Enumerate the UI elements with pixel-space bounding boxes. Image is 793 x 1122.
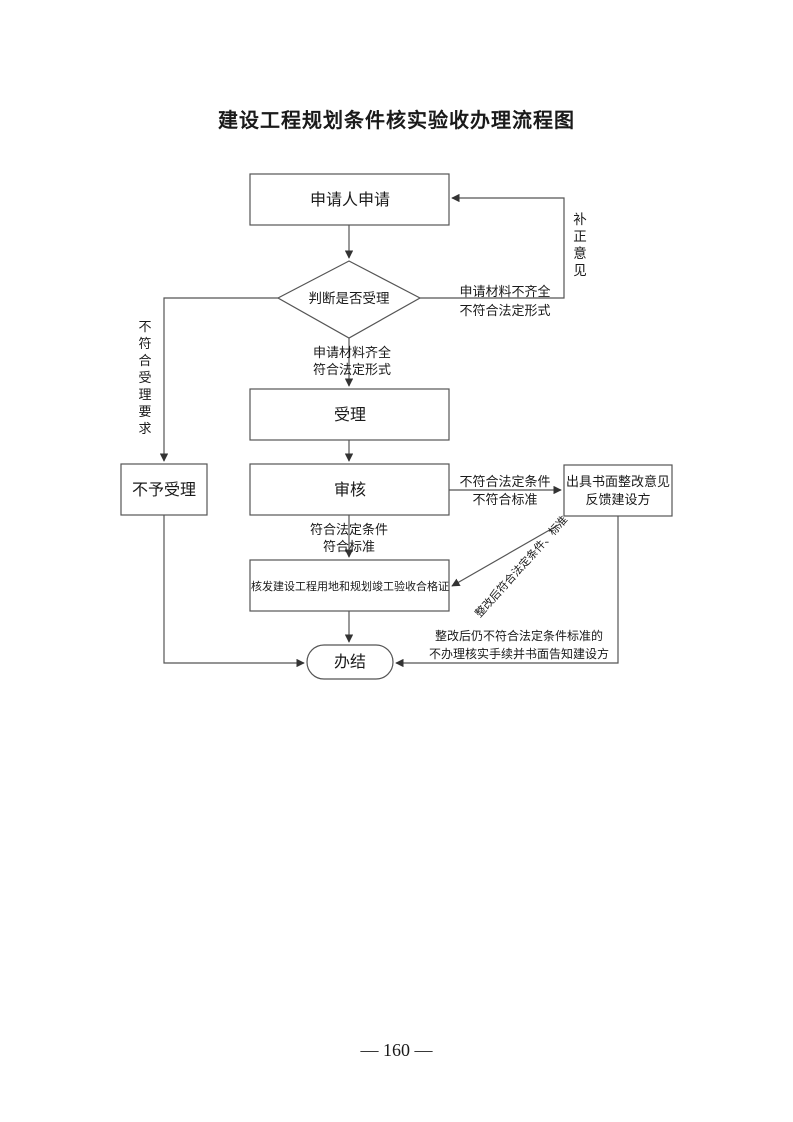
meet-cond-line2: 符合标准 <box>323 539 375 555</box>
supplement-label-1: 补 <box>573 212 587 228</box>
review-label: 审核 <box>334 480 366 499</box>
page-number: — 160 — <box>360 1040 433 1060</box>
incomplete-label-line2: 不符合法定形式 <box>459 303 550 319</box>
arrow-rectified-to-certificate <box>451 523 561 587</box>
reject-box <box>120 463 208 516</box>
not-meet-accept-3: 合 <box>138 354 151 369</box>
accept-label: 受理 <box>334 405 366 424</box>
arrow-reject-to-done <box>163 515 305 668</box>
not-meet-accept-7: 求 <box>138 422 151 437</box>
not-meet-cond-line1: 不符合法定条件 <box>459 474 550 490</box>
meet-cond-line1: 符合法定条件 <box>310 522 388 538</box>
arrow-decide-to-reject <box>159 297 278 462</box>
not-meet-accept-1: 不 <box>138 320 151 335</box>
supplement-label-2: 正 <box>573 229 587 245</box>
done-label: 办结 <box>334 652 366 671</box>
complete-label-line1: 申请材料齐全 <box>313 345 391 361</box>
done-terminal <box>306 644 394 680</box>
review-box <box>249 463 450 516</box>
reject-label: 不予受理 <box>132 480 196 499</box>
supplement-label-4: 见 <box>573 263 587 279</box>
not-meet-accept-6: 要 <box>138 405 151 420</box>
issue-opinion-box <box>563 464 673 517</box>
apply-label: 申请人申请 <box>310 190 390 209</box>
incomplete-label-line1: 申请材料不齐全 <box>459 284 550 300</box>
page-title: 建设工程规划条件核实验收办理流程图 <box>218 108 575 132</box>
still-not-line2: 不办理核实手续并书面告知建设方 <box>429 646 609 661</box>
not-meet-accept-4: 受 <box>138 371 151 386</box>
not-meet-cond-line2: 不符合标准 <box>472 492 537 508</box>
complete-label-line2: 符合法定形式 <box>313 362 391 378</box>
not-meet-accept-5: 理 <box>138 388 151 403</box>
issue-opinion-line2: 反馈建设方 <box>585 492 650 508</box>
certificate-label: 核发建设工程用地和规划竣工验收合格证 <box>251 579 449 593</box>
arrow-issue-opinion-to-done <box>395 516 619 668</box>
not-meet-accept-2: 符 <box>138 336 151 352</box>
arrow-decide-supplement-loop <box>420 193 565 299</box>
still-not-line1: 整改后仍不符合法定条件标准的 <box>435 628 603 643</box>
decide-label: 判断是否受理 <box>309 291 390 307</box>
apply-box <box>249 173 450 226</box>
issue-opinion-line1: 出具书面整改意见 <box>566 474 670 490</box>
supplement-label-3: 意 <box>573 245 587 262</box>
certificate-box <box>249 559 450 612</box>
